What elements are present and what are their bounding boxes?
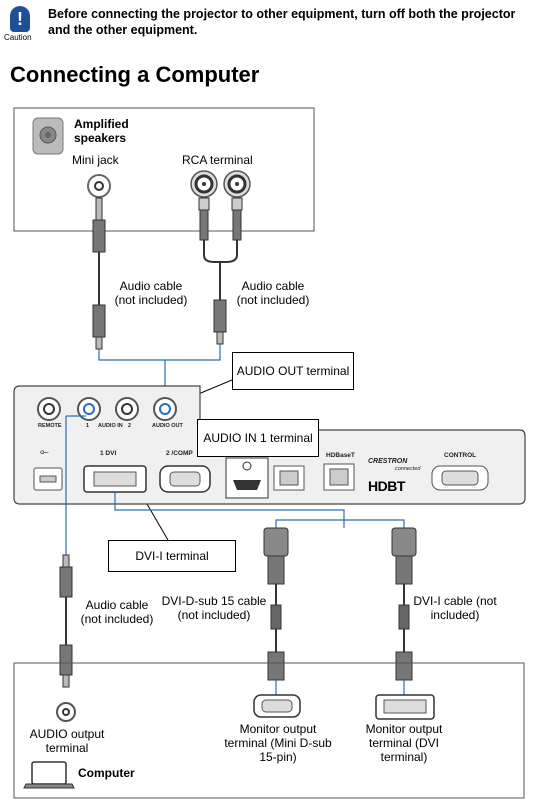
- speakers-box: [13, 107, 315, 232]
- hdbt-logo: HDBT: [368, 478, 405, 494]
- caution-message: Before connecting the projector to other…: [48, 7, 516, 37]
- dvi-cable-label: DVI-I cable (not included): [413, 594, 497, 622]
- audio-in-callout: AUDIO IN 1 terminal: [197, 419, 319, 457]
- audio-cable-left-label: Audio cable (not included): [114, 279, 188, 307]
- crestron-sub: connected: [395, 466, 421, 472]
- audio-out-callout: AUDIO OUT terminal: [232, 352, 354, 390]
- dvi-i-callout: DVI-I terminal: [108, 540, 236, 572]
- dsub-cable: [263, 527, 289, 695]
- page-title: Connecting a Computer: [10, 62, 260, 87]
- computer-box: [13, 662, 525, 799]
- hdbaset-label: HDBaseT: [326, 452, 355, 459]
- control-label: CONTROL: [444, 452, 477, 459]
- computer-label: Computer: [78, 766, 135, 780]
- dvi-cable: [391, 527, 417, 695]
- rca-terminal-icon: [190, 170, 251, 198]
- audio-in-2-label: 2: [128, 423, 132, 429]
- audio-cable-lower-label: Audio cable (not included): [80, 598, 154, 626]
- audio-output-label: AUDIO output terminal: [29, 727, 105, 755]
- monitor-dvi-label: Monitor output terminal (DVI terminal): [365, 722, 443, 764]
- audio-out-label: AUDIO OUT: [152, 423, 183, 429]
- speakers-title: Amplified speakers: [74, 117, 129, 145]
- comp-port-label: 2 /COMP: [166, 450, 193, 457]
- caution-icon: !: [10, 6, 30, 32]
- mini-jack-label: Mini jack: [72, 153, 119, 167]
- left-audio-cable: [92, 197, 106, 350]
- crestron-logo: CRESTRON: [368, 458, 408, 465]
- caution-label: Caution: [4, 33, 32, 42]
- audio-in-label: AUDIO IN: [98, 423, 123, 429]
- rca-terminal-label: RCA terminal: [182, 153, 253, 167]
- usb-icon: ⟜: [40, 446, 49, 458]
- lower-audio-cable: [59, 554, 73, 688]
- monitor-dsub-label: Monitor output terminal (Mini D-sub 15-p…: [224, 722, 332, 764]
- audio-in-1-label: 1: [86, 423, 90, 429]
- speaker-icon: [32, 117, 64, 155]
- right-audio-cable: [198, 197, 243, 345]
- remote-label: REMOTE: [38, 423, 62, 429]
- laptop-icon: [23, 761, 75, 789]
- dvi-port-label: 1 DVI: [100, 450, 117, 457]
- audio-cable-right-label: Audio cable (not included): [236, 279, 310, 307]
- dsub-cable-label: DVI-D-sub 15 cable (not included): [161, 594, 267, 622]
